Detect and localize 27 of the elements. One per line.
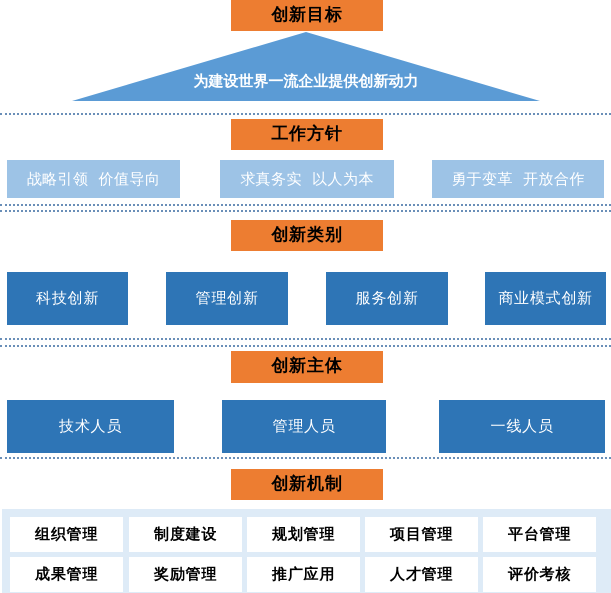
section-heading-box: 创新目标 <box>231 0 383 31</box>
category-box: 管理人员 <box>222 400 386 453</box>
mechanism-cell: 人才管理 <box>365 557 478 592</box>
mechanism-cell: 评价考核 <box>483 557 596 592</box>
mechanism-cell: 制度建设 <box>129 517 242 552</box>
policy-box: 勇于变革 开放合作 <box>432 160 604 198</box>
category-box: 管理创新 <box>166 272 288 325</box>
mechanism-cell: 推广应用 <box>247 557 360 592</box>
category-box: 科技创新 <box>7 272 128 325</box>
policy-box: 战略引领 价值导向 <box>7 160 180 198</box>
mechanism-cell: 规划管理 <box>247 517 360 552</box>
mechanism-cell: 项目管理 <box>365 517 478 552</box>
section-heading-box: 创新主体 <box>231 351 383 383</box>
category-box: 商业模式创新 <box>485 272 606 325</box>
goal-triangle: 为建设世界一流企业提供创新动力 <box>72 32 540 101</box>
category-box: 一线人员 <box>439 400 605 453</box>
mechanism-panel <box>2 509 611 593</box>
mechanism-cell: 平台管理 <box>483 517 596 552</box>
mechanism-cell: 成果管理 <box>10 557 123 592</box>
mechanism-cell: 组织管理 <box>10 517 123 552</box>
section-heading-box: 创新类别 <box>231 220 383 251</box>
category-box: 服务创新 <box>326 272 448 325</box>
section-heading-box: 工作方针 <box>231 119 383 150</box>
section-heading-box: 创新机制 <box>231 469 383 500</box>
category-box: 技术人员 <box>7 400 174 453</box>
mechanism-cell: 奖励管理 <box>129 557 242 592</box>
policy-box: 求真务实 以人为本 <box>220 160 394 198</box>
